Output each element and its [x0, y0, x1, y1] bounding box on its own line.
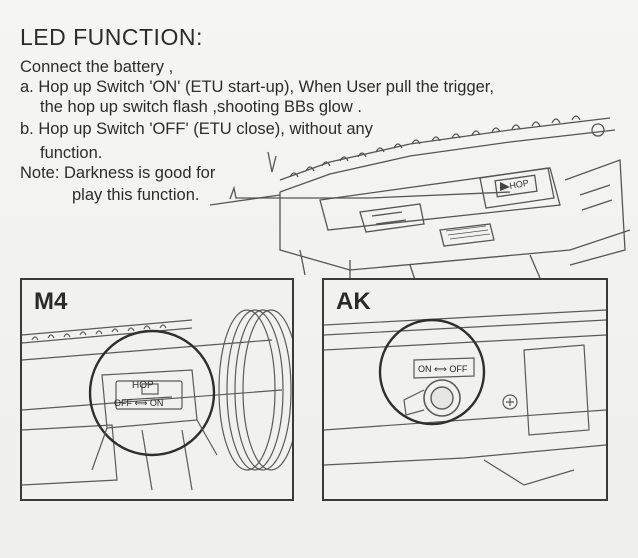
instruction-a-line1: a. Hop up Switch 'ON' (ETU start-up), Wh…	[20, 78, 494, 96]
ak-panel: AK ON ⟺ OFF	[322, 278, 608, 501]
section-heading: LED FUNCTION:	[20, 24, 203, 50]
intro-text: Connect the battery ,	[20, 58, 174, 76]
m4-hop-label: HOP	[132, 380, 154, 391]
ak-illustration: ON ⟺ OFF	[324, 309, 606, 486]
note-line2: play this function.	[72, 186, 200, 204]
m4-switch-label: OFF ⟺ ON	[114, 398, 163, 408]
m4-illustration: HOP OFF ⟺ ON	[22, 309, 292, 491]
instruction-b-line2: function.	[40, 144, 103, 162]
top-hop-label: HOP	[509, 178, 530, 191]
instruction-a-line2: the hop up switch flash ,shooting BBs gl…	[40, 98, 362, 116]
m4-panel: M4	[20, 278, 294, 501]
ak-panel-label: AK	[336, 288, 371, 315]
m4-panel-label: M4	[34, 288, 68, 315]
receiver-illustration: HOP	[210, 115, 631, 280]
ak-switch-label: ON ⟺ OFF	[418, 364, 468, 374]
instruction-b-line1: b. Hop up Switch 'OFF' (ETU close), with…	[20, 120, 373, 138]
note-line1: Note: Darkness is good for	[20, 164, 216, 182]
